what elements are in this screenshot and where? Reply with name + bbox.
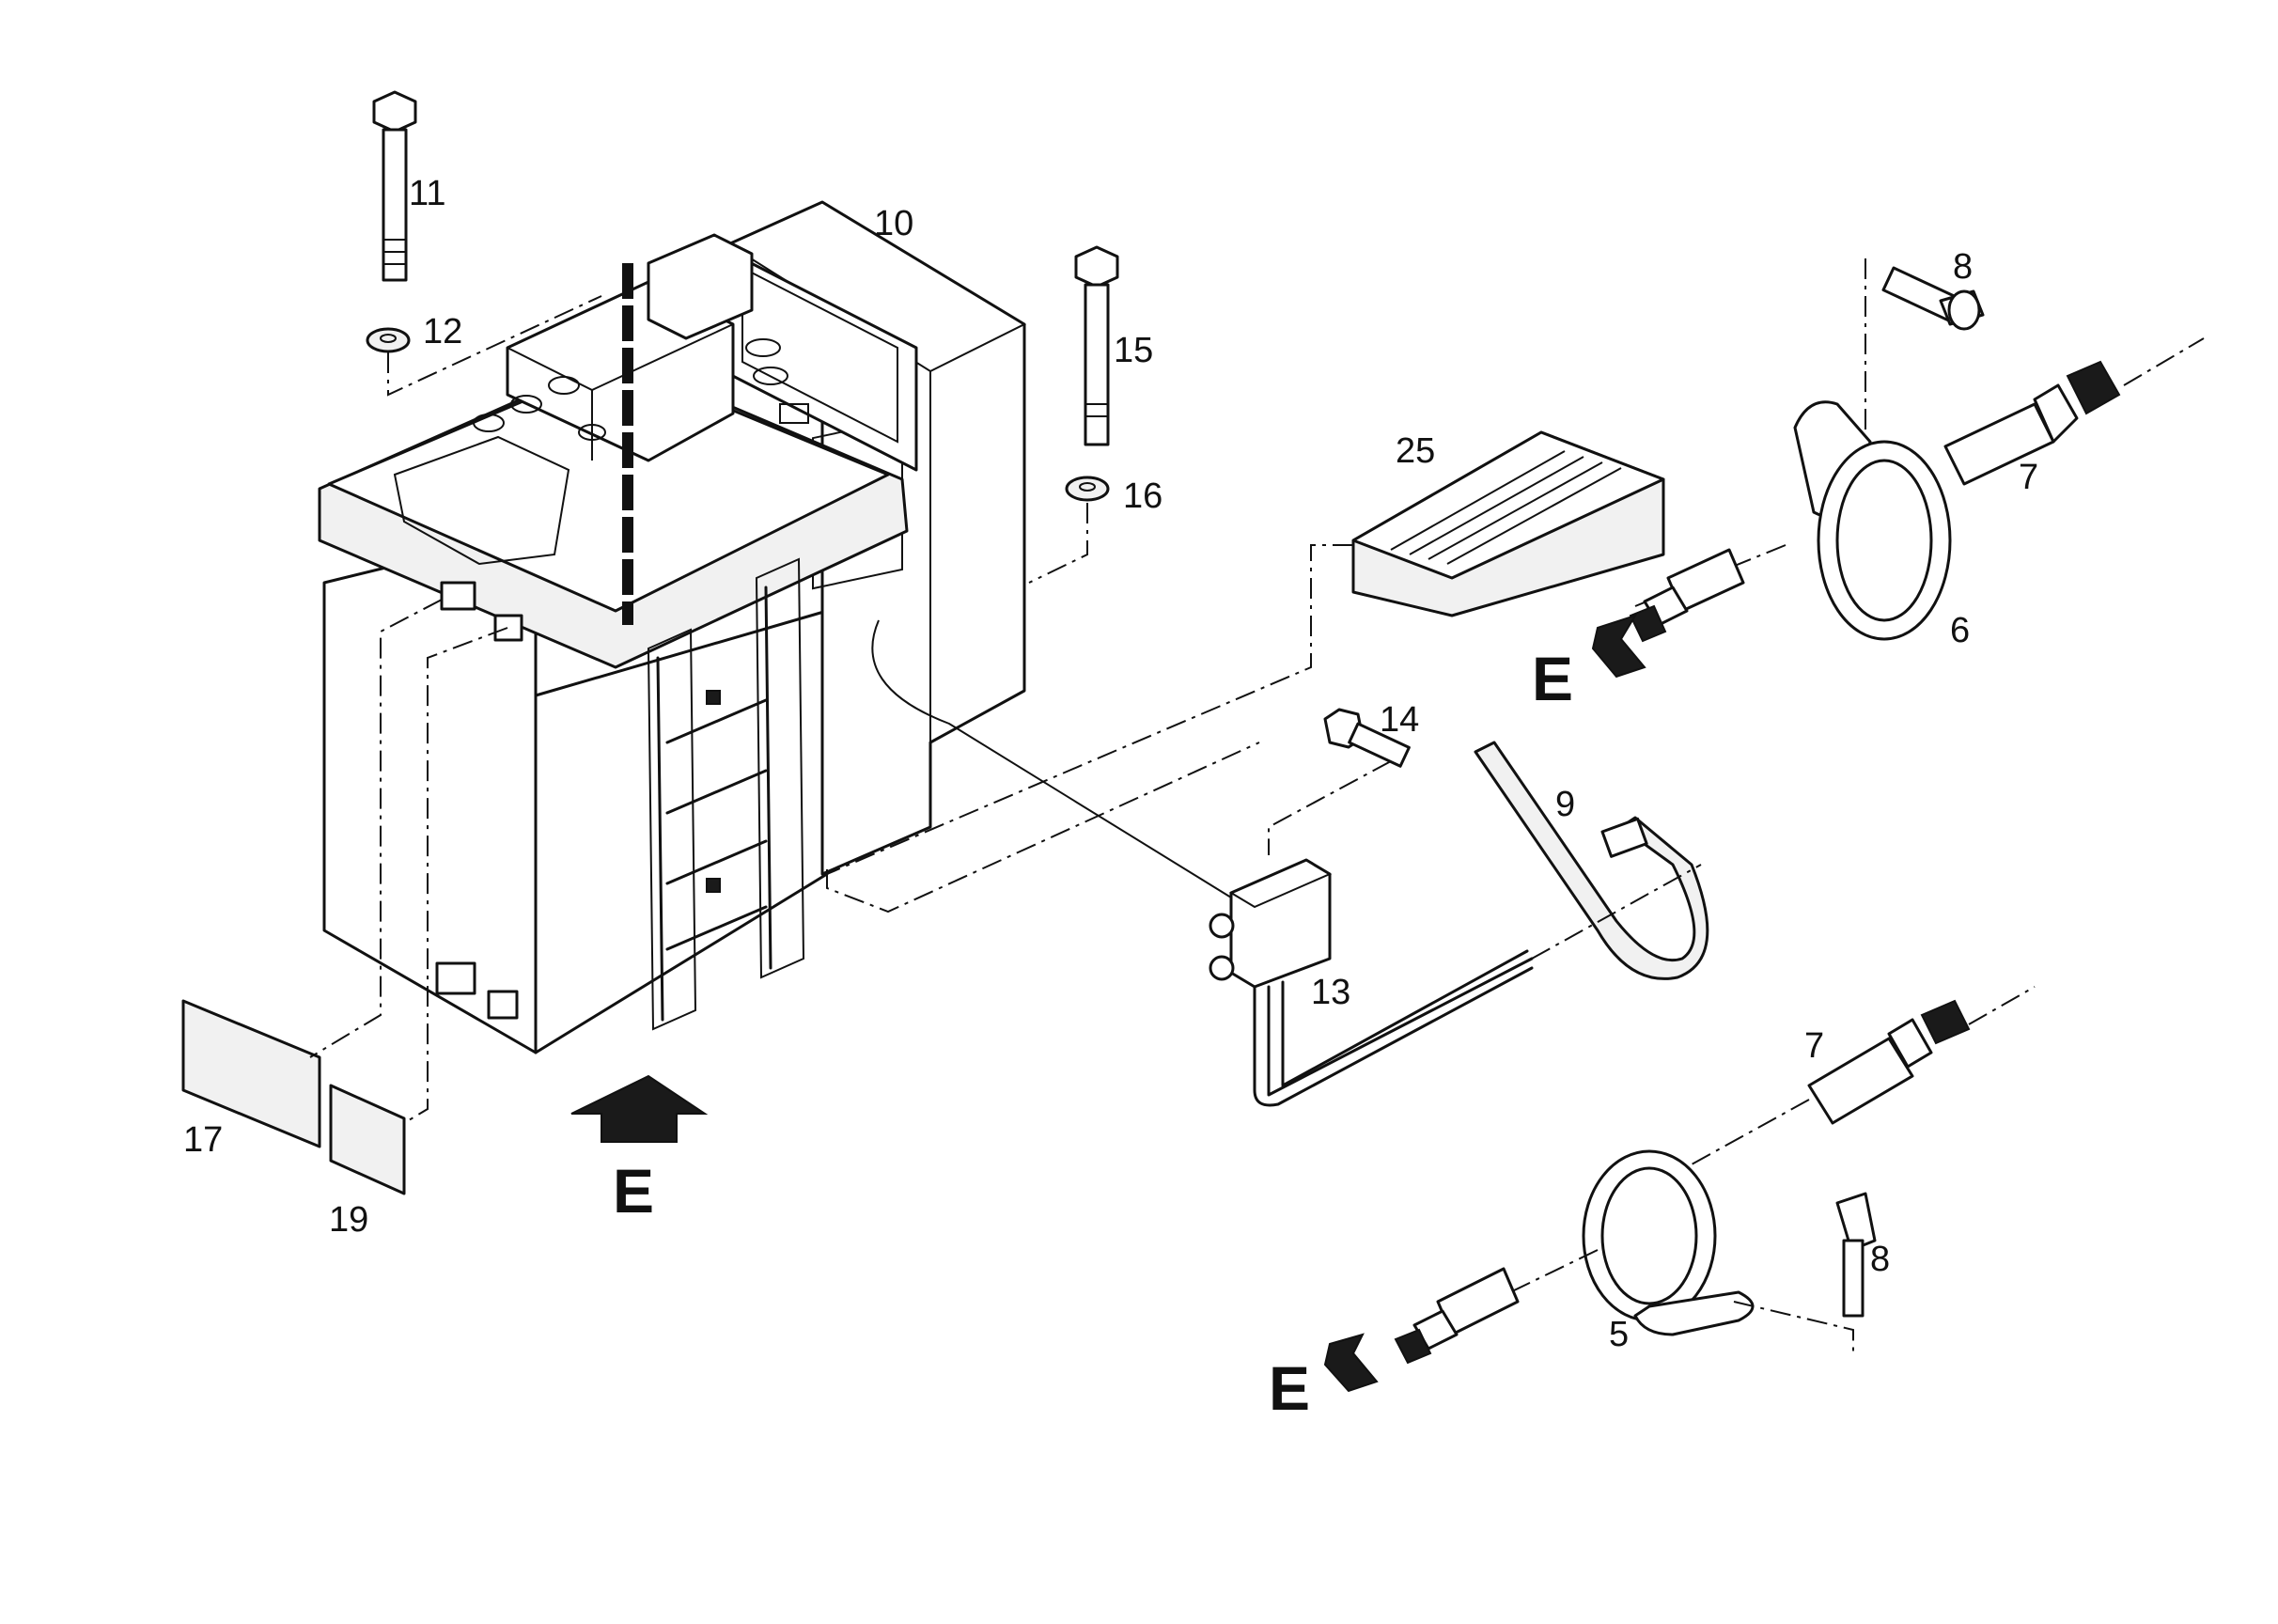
clamp-6 xyxy=(1793,400,1952,641)
washer-12 xyxy=(366,327,411,353)
screw-8-lower xyxy=(1835,1192,1877,1318)
view-marker-lower: E xyxy=(1269,1353,1310,1423)
view-marker-upper: E xyxy=(1532,644,1573,713)
clamp-5 xyxy=(1582,1149,1755,1336)
callout-16: 16 xyxy=(1123,476,1162,516)
connector-upper xyxy=(1629,548,1745,643)
ladder-rack xyxy=(647,557,805,1031)
callout-11: 11 xyxy=(409,174,445,213)
callout-7-lower: 7 xyxy=(1804,1026,1824,1066)
sensor-7-upper xyxy=(1943,360,2121,486)
callout-15: 15 xyxy=(1114,331,1153,370)
callout-7-upper: 7 xyxy=(2019,458,2038,497)
bolt-11 xyxy=(372,90,417,282)
connector-lower xyxy=(1394,1267,1520,1365)
pad-25 xyxy=(1351,430,1665,617)
callout-17: 17 xyxy=(183,1120,223,1160)
bolt-14 xyxy=(1323,708,1411,768)
callout-14: 14 xyxy=(1380,700,1419,740)
view-arrow-upper: E xyxy=(1532,614,1646,713)
callout-10: 10 xyxy=(874,204,913,243)
cable-tie-9 xyxy=(1474,741,1709,980)
view-arrow-lower: E xyxy=(1269,1333,1379,1423)
plate-19 xyxy=(329,1084,406,1195)
callout-13: 13 xyxy=(1311,973,1350,1012)
callout-8-upper: 8 xyxy=(1953,247,1973,287)
callout-5: 5 xyxy=(1609,1315,1629,1354)
sensor-7-lower xyxy=(1807,999,1971,1125)
plate-17 xyxy=(181,999,321,1148)
callout-25: 25 xyxy=(1396,431,1435,471)
washer-16 xyxy=(1065,476,1110,502)
main-housing xyxy=(318,200,1232,1054)
callout-12: 12 xyxy=(423,312,462,351)
sensor-13 xyxy=(1209,858,1534,1107)
view-marker-main: E xyxy=(613,1156,654,1226)
screw-8-upper xyxy=(1881,266,1985,331)
view-arrow-main: E xyxy=(570,1074,709,1226)
callout-9: 9 xyxy=(1555,785,1575,824)
callout-6: 6 xyxy=(1950,611,1970,650)
bolt-15 xyxy=(1074,245,1119,446)
callout-19: 19 xyxy=(329,1200,368,1240)
callout-8-lower: 8 xyxy=(1870,1240,1890,1279)
